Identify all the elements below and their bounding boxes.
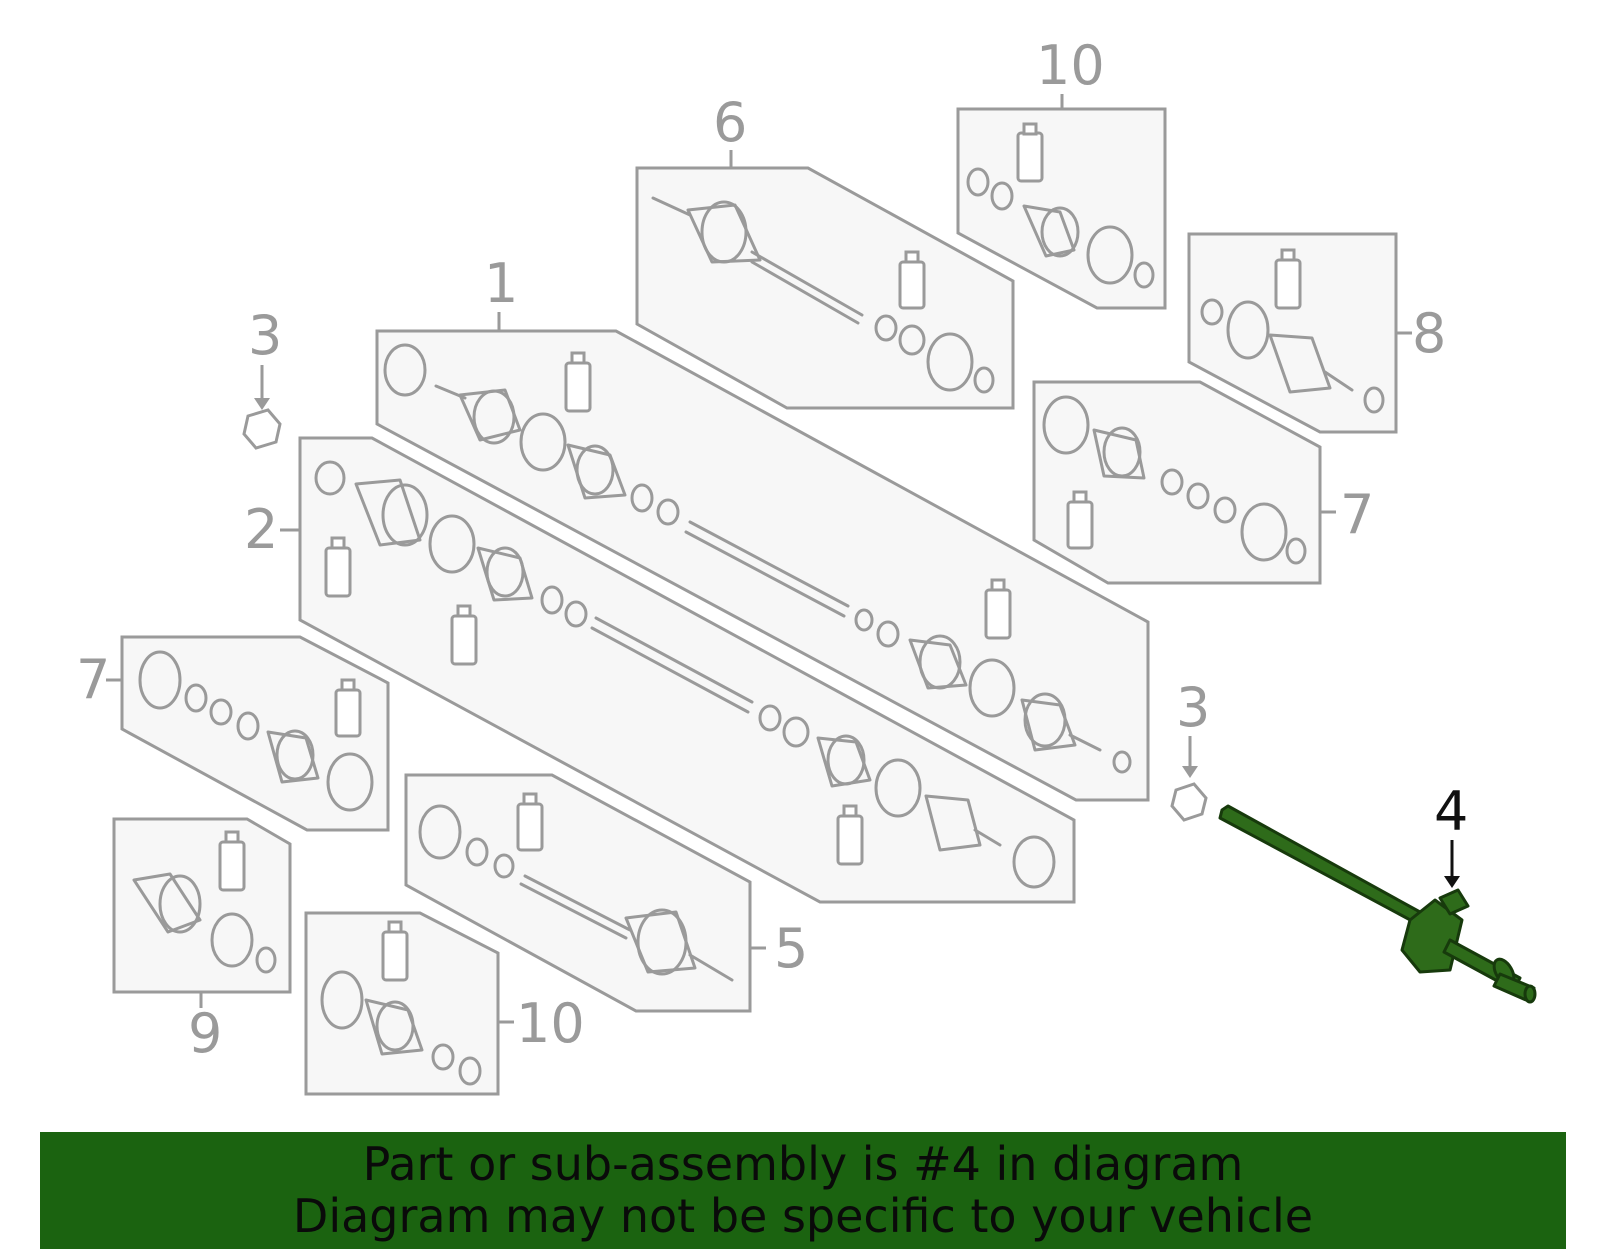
callout-10-top: 10	[1036, 34, 1105, 97]
callout-4[interactable]: 4	[1434, 780, 1468, 843]
banner-line-1: Part or sub-assembly is #4 in diagram	[362, 1137, 1244, 1191]
banner-line-2: Diagram may not be specific to your vehi…	[292, 1189, 1314, 1243]
info-banner: Part or sub-assembly is #4 in diagram Di…	[40, 1132, 1566, 1249]
nut-3-right	[1170, 736, 1208, 822]
callout-3-right: 3	[1176, 676, 1210, 739]
nut-3-left	[242, 365, 282, 450]
callout-5: 5	[774, 917, 808, 980]
kit-box-6	[635, 150, 1015, 410]
callout-2: 2	[244, 498, 278, 561]
kit-box-8	[1187, 232, 1412, 434]
kit-box-7-left	[106, 635, 390, 832]
callout-7-right: 7	[1340, 483, 1374, 546]
callout-10-bottom: 10	[516, 992, 585, 1055]
part-4-shaft[interactable]	[1218, 804, 1537, 1004]
kit-box-5	[404, 773, 766, 1013]
callout-1: 1	[484, 252, 518, 315]
callout-8: 8	[1412, 302, 1446, 365]
kit-box-10-bottom	[304, 911, 514, 1096]
callout-6: 6	[713, 91, 747, 154]
callout-7-left: 7	[76, 648, 110, 711]
kit-box-2	[280, 436, 1076, 904]
callout-3-left: 3	[248, 304, 282, 367]
kit-box-10-top	[956, 94, 1167, 310]
callout-9: 9	[188, 1002, 222, 1065]
kit-box-9	[112, 817, 292, 1008]
kit-box-1	[375, 312, 1150, 802]
kit-box-7-right	[1032, 380, 1336, 585]
